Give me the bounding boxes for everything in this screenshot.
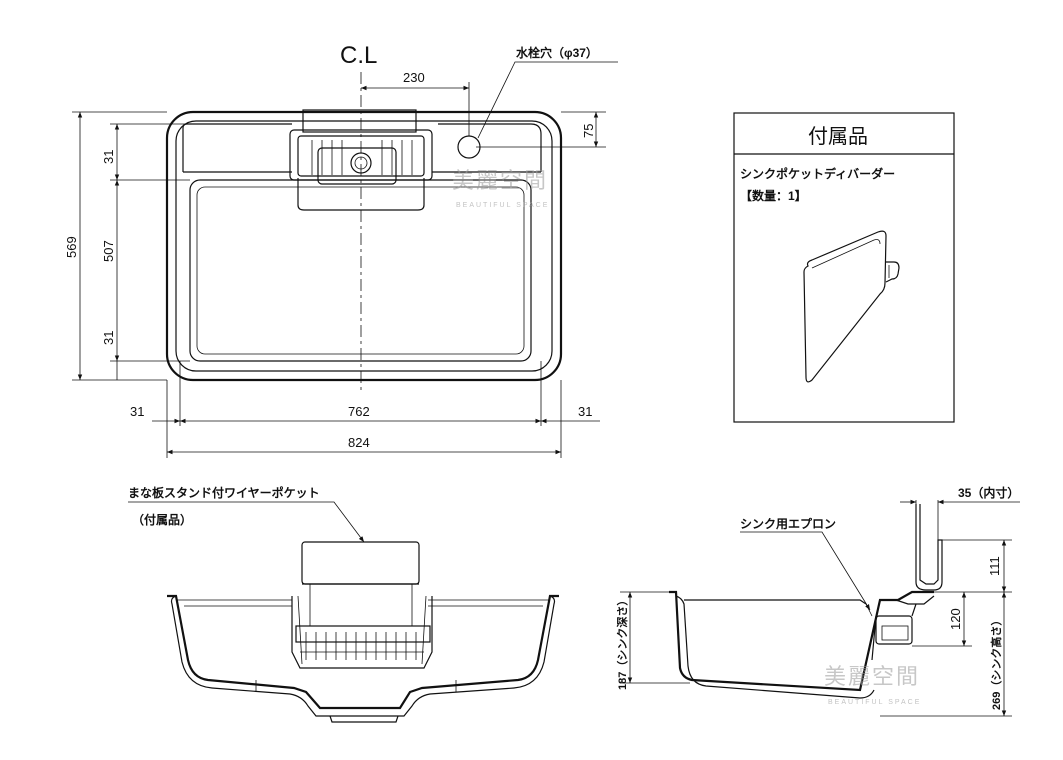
dim-762: 762 [348,404,370,419]
top-view: C.L 230 水栓穴（φ37） 75 569 507 31 31 [64,42,618,458]
dim-111: 111 [987,556,1002,576]
watermark-main: 美麗空間 [452,168,548,193]
dim-75: 75 [581,124,596,138]
sink-side-outline [669,590,934,692]
watermark-sub: BEAUTIFUL SPACE [456,202,549,209]
wire-pocket-front [301,541,420,585]
watermark-main-2: 美麗空間 [824,664,920,689]
dim-31-right: 31 [578,404,592,419]
front-view: まな板スタンド付ワイヤーポケット （付属品） [128,485,559,723]
accessory-item-name: シンクポケットディバーダー [740,166,895,181]
watermark-sub-2: BEAUTIFUL SPACE [828,699,921,706]
sink-outer-rim [165,110,563,382]
dim-507: 507 [101,240,116,262]
dim-269: 269（シンク高さ） [989,615,1003,710]
wire-pocket-label-line1: まな板スタンド付ワイヤーポケット [128,485,320,500]
dim-569: 569 [64,236,79,258]
dim-824: 824 [348,435,370,450]
dim-187: 187（シンク深さ） [615,595,629,690]
apron-label: シンク用エプロン [740,516,836,531]
dim-31-top: 31 [101,150,116,164]
center-line-label: C.L [340,42,377,69]
faucet-hole-label: 水栓穴（φ37） [516,45,598,60]
divider-illustration [803,230,887,383]
dim-120: 120 [948,608,963,630]
wire-pocket-label-line2: （付属品） [132,512,192,527]
accessory-box: 付属品 シンクポケットディバーダー 【数量：1】 [733,112,955,423]
wire-pocket-top [302,109,417,133]
dim-35: 35（内寸） [958,485,1019,500]
sink-inner-rim [175,120,553,372]
sink-apron [915,504,943,591]
sink-front-outline [167,594,559,710]
side-view: シンク用エプロン 35（内寸） 111 120 269（シンク高さ） 187（シ… [615,485,1020,717]
accessory-title: 付属品 [808,125,868,148]
dim-31-bottom: 31 [101,331,116,345]
dim-31-left: 31 [130,404,144,419]
dim-230: 230 [403,70,425,85]
accessory-quantity: 【数量：1】 [740,188,807,203]
